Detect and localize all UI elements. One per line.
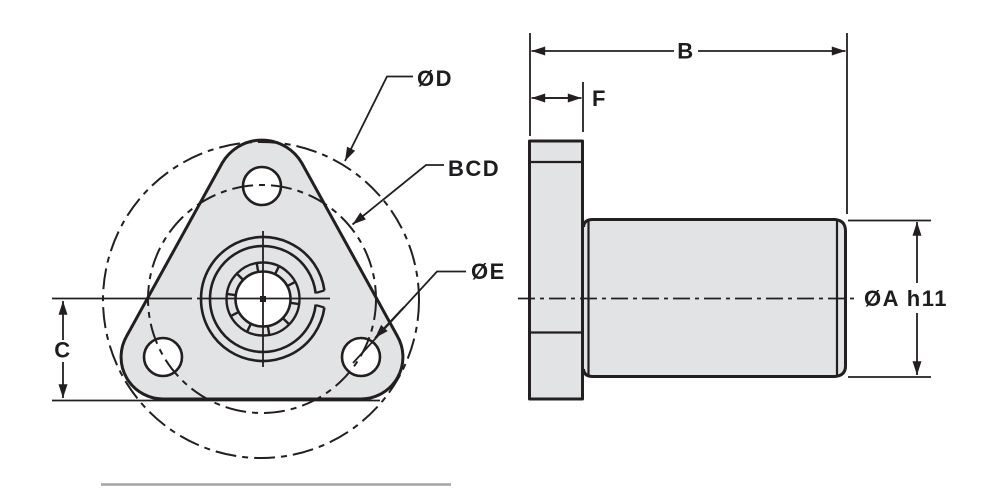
front-view: C ØD BCD ØE: [52, 66, 506, 459]
dim-label-od: ØD: [417, 66, 453, 91]
leader-line: [351, 164, 444, 226]
ring-gap-hook: [315, 304, 325, 309]
dimension-A: ØA h11: [848, 219, 948, 378]
dimension-B: B: [529, 33, 848, 214]
dim-label-bcd: BCD: [448, 156, 500, 181]
dimension-C: C: [52, 297, 380, 402]
ring-gap-hook: [315, 289, 325, 294]
body-outline: [582, 218, 847, 378]
side-view: B F ØA h11: [518, 33, 948, 401]
leader-bolt-circle: BCD: [351, 156, 500, 226]
dim-label-oa: ØA h11: [864, 286, 948, 311]
flange-side-outline: [528, 139, 584, 401]
leader-arrow: [374, 306, 405, 339]
leader-outer-diameter: ØD: [344, 66, 453, 162]
flange-outline: [119, 138, 405, 401]
center-mark: [197, 231, 330, 367]
dim-label-c: C: [54, 338, 71, 363]
center-dot: [260, 296, 266, 302]
dim-label-b: B: [677, 39, 694, 64]
dim-label-f: F: [592, 86, 607, 111]
bolt-hole-bottom-right: [340, 336, 382, 378]
dim-label-oe: ØE: [471, 259, 506, 284]
bolt-hole-bottom-left: [142, 336, 184, 378]
leader-hole-diameter: ØE: [352, 259, 506, 364]
outer-diameter-circle: [102, 141, 420, 459]
ball-cage-dividers: [226, 262, 300, 336]
leader-line: [344, 75, 413, 162]
dimension-F: F: [531, 82, 607, 132]
